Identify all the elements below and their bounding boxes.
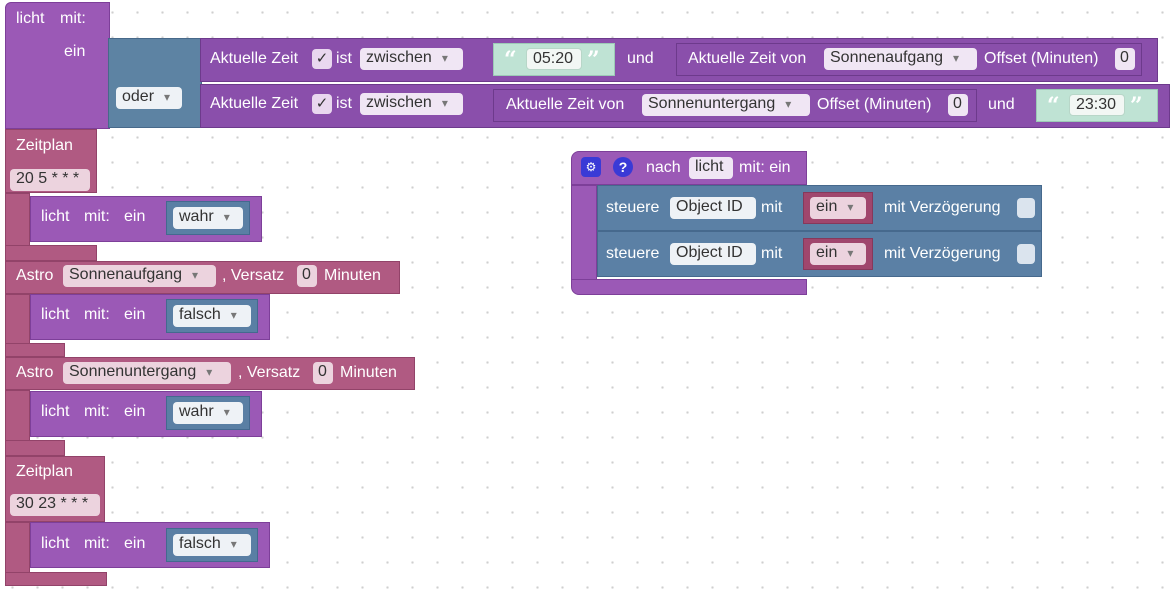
astro-label-1: Astro bbox=[16, 267, 54, 284]
function-mit-label: mit: ein bbox=[739, 159, 791, 176]
time-compare-ist-1: ist bbox=[336, 50, 352, 67]
schedule-trigger-foot-1 bbox=[5, 245, 97, 261]
and-label-2: und bbox=[988, 96, 1015, 113]
astro-time-label-2: Aktuelle Zeit von bbox=[506, 96, 625, 113]
function-name-field[interactable]: licht bbox=[689, 157, 733, 179]
call-mit-2: mit: bbox=[84, 306, 110, 323]
quote-open-icon: “ bbox=[504, 47, 517, 73]
time-compare-checkbox-1[interactable]: ✓ bbox=[312, 49, 332, 69]
time-compare-label-1: Aktuelle Zeit bbox=[210, 50, 299, 67]
procedure-define-block[interactable] bbox=[5, 2, 110, 129]
call-mit-1: mit: bbox=[84, 208, 110, 225]
offset-label-1: Offset (Minuten) bbox=[984, 50, 1099, 67]
time-compare-label-2: Aktuelle Zeit bbox=[210, 95, 299, 112]
astro-label-2: Astro bbox=[16, 364, 54, 381]
offset-value-2[interactable]: 0 bbox=[948, 94, 968, 116]
bool-value-dropdown-3[interactable]: wahr bbox=[173, 402, 243, 424]
astro-event-dropdown-1[interactable]: Sonnenaufgang bbox=[824, 48, 977, 70]
time-compare-mode-dropdown-1[interactable]: zwischen bbox=[360, 48, 463, 70]
schedule-cron-field-2[interactable]: 30 23 * * * bbox=[10, 494, 100, 516]
control-object-id-2[interactable]: Object ID bbox=[670, 243, 756, 265]
function-nach-label: nach bbox=[646, 159, 681, 176]
control-object-id-1[interactable]: Object ID bbox=[670, 197, 756, 219]
procedure-mit-label: mit: bbox=[60, 10, 86, 27]
time-compare-ist-2: ist bbox=[336, 95, 352, 112]
function-define-foot bbox=[571, 279, 807, 295]
schedule-label-1: Zeitplan bbox=[16, 137, 73, 154]
versatz-value-1[interactable]: 0 bbox=[297, 265, 317, 287]
astro-event-dropdown-t1[interactable]: Sonnenaufgang bbox=[63, 265, 216, 287]
quote-close-icon: ” bbox=[587, 47, 600, 73]
control-mit-1: mit bbox=[761, 199, 783, 216]
offset-label-2: Offset (Minuten) bbox=[817, 96, 932, 113]
control-mit-2: mit bbox=[761, 245, 783, 262]
call-param-3: ein bbox=[124, 403, 146, 420]
versatz-label-2: , Versatz bbox=[238, 364, 301, 381]
procedure-name: licht bbox=[16, 10, 45, 27]
time-compare-mode-dropdown-2[interactable]: zwischen bbox=[360, 93, 463, 115]
time-compare-checkbox-2[interactable]: ✓ bbox=[312, 94, 332, 114]
control-delay-label-2: mit Verzögerung bbox=[884, 245, 1001, 262]
call-mit-3: mit: bbox=[84, 403, 110, 420]
versatz-label-1: , Versatz bbox=[222, 267, 285, 284]
call-name-3: licht bbox=[41, 403, 70, 420]
call-name-2: licht bbox=[41, 306, 70, 323]
versatz-value-2[interactable]: 0 bbox=[313, 362, 333, 384]
call-mit-4: mit: bbox=[84, 535, 110, 552]
logic-operator-dropdown[interactable]: oder bbox=[116, 87, 182, 109]
quote-close-icon: ” bbox=[1130, 93, 1143, 119]
delay-checkbox-1[interactable] bbox=[1017, 198, 1035, 218]
and-label-1: und bbox=[627, 50, 654, 67]
bool-value-dropdown-1[interactable]: wahr bbox=[173, 207, 243, 229]
astro-trigger-foot-2 bbox=[5, 440, 65, 456]
function-define-body bbox=[571, 185, 597, 281]
call-name-4: licht bbox=[41, 535, 70, 552]
astro-event-dropdown-t2[interactable]: Sonnenuntergang bbox=[63, 362, 231, 384]
time-value-1[interactable]: 05:20 bbox=[526, 48, 582, 70]
control-steuere-2: steuere bbox=[606, 245, 660, 262]
delay-checkbox-2[interactable] bbox=[1017, 244, 1035, 264]
control-steuere-1: steuere bbox=[606, 199, 660, 216]
astro-trigger-foot-1 bbox=[5, 343, 65, 357]
bool-value-dropdown-2[interactable]: falsch bbox=[173, 305, 251, 327]
schedule-trigger-foot-2 bbox=[5, 572, 107, 586]
value-dropdown-1[interactable]: ein bbox=[810, 197, 866, 219]
offset-value-1[interactable]: 0 bbox=[1115, 48, 1135, 70]
value-dropdown-2[interactable]: ein bbox=[810, 243, 866, 265]
call-param-2: ein bbox=[124, 306, 146, 323]
astro-event-dropdown-2[interactable]: Sonnenuntergang bbox=[642, 94, 810, 116]
minuten-label-2: Minuten bbox=[340, 364, 397, 381]
quote-open-icon: “ bbox=[1047, 93, 1060, 119]
schedule-label-2: Zeitplan bbox=[16, 463, 73, 480]
schedule-cron-field-1[interactable]: 20 5 * * * bbox=[10, 169, 90, 191]
call-param-4: ein bbox=[124, 535, 146, 552]
minuten-label-1: Minuten bbox=[324, 267, 381, 284]
logic-or-block[interactable] bbox=[108, 38, 202, 128]
help-icon[interactable]: ? bbox=[613, 157, 633, 177]
call-param-1: ein bbox=[124, 208, 146, 225]
gear-icon[interactable]: ⚙ bbox=[581, 157, 601, 177]
bool-value-dropdown-4[interactable]: falsch bbox=[173, 534, 251, 556]
time-value-2[interactable]: 23:30 bbox=[1069, 94, 1125, 116]
control-delay-label-1: mit Verzögerung bbox=[884, 199, 1001, 216]
procedure-param-label: ein bbox=[64, 43, 86, 60]
astro-time-label-1: Aktuelle Zeit von bbox=[688, 50, 807, 67]
call-name-1: licht bbox=[41, 208, 70, 225]
